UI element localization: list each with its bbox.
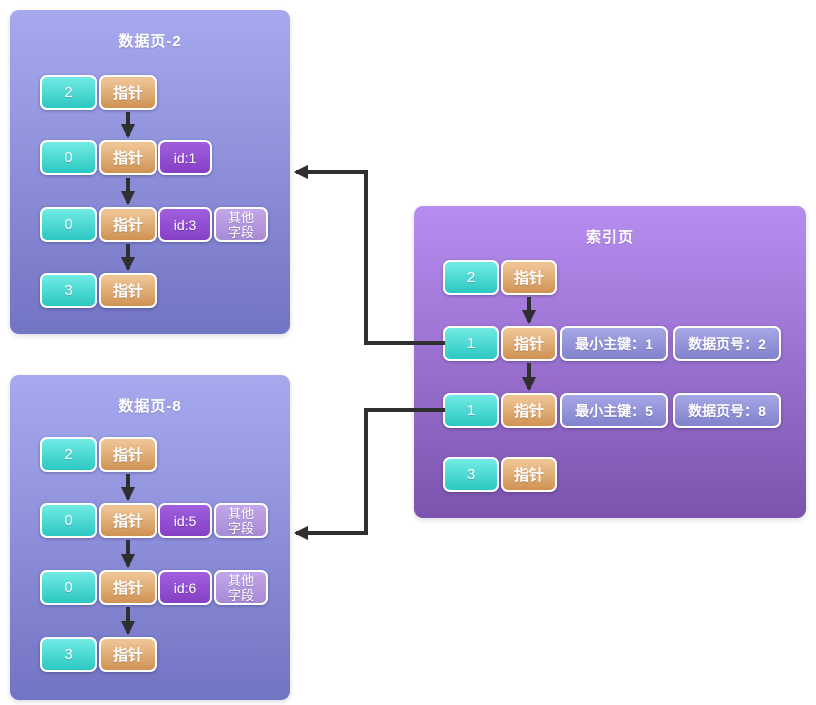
record-row: 3 指针 xyxy=(10,637,290,672)
record-row: 2 指针 xyxy=(10,437,290,472)
id-cell: id:3 xyxy=(158,207,212,242)
slot-cell: 1 xyxy=(443,393,499,428)
slot-cell: 0 xyxy=(40,570,97,605)
record-row: 0 指针 id:5 其他字段 xyxy=(10,503,290,538)
data-page-no-cell: 数据页号：2 xyxy=(673,326,781,361)
id-cell: id:1 xyxy=(158,140,212,175)
pointer-cell: 指针 xyxy=(99,570,157,605)
min-primary-key-cell: 最小主键：1 xyxy=(560,326,668,361)
other-fields-cell: 其他字段 xyxy=(214,503,268,538)
pointer-cell: 指针 xyxy=(99,75,157,110)
other-fields-cell: 其他字段 xyxy=(214,570,268,605)
slot-cell: 3 xyxy=(40,637,97,672)
slot-cell: 0 xyxy=(40,503,97,538)
pointer-cell: 指针 xyxy=(99,437,157,472)
panel-title-data-page-2: 数据页-2 xyxy=(118,33,182,50)
panel-index-page: 索引页 2 指针 1 指针 最小主键：1 数据页号：2 1 指针 最小主键：5 … xyxy=(414,206,806,518)
index-row: 1 指针 最小主键：5 数据页号：8 xyxy=(414,393,806,428)
pointer-cell: 指针 xyxy=(501,393,557,428)
slot-cell: 2 xyxy=(443,260,499,295)
panel-title-data-page-8: 数据页-8 xyxy=(118,398,182,415)
slot-cell: 2 xyxy=(40,437,97,472)
pointer-cell: 指针 xyxy=(501,457,557,492)
panel-data-page-8: 数据页-8 2 指针 0 指针 id:5 其他字段 0 指针 id:6 其他字段… xyxy=(10,375,290,700)
min-primary-key-cell: 最小主键：5 xyxy=(560,393,668,428)
slot-cell: 3 xyxy=(40,273,97,308)
index-row: 1 指针 最小主键：1 数据页号：2 xyxy=(414,326,806,361)
pointer-cell: 指针 xyxy=(501,260,557,295)
index-row: 2 指针 xyxy=(414,260,806,295)
record-row: 0 指针 id:1 xyxy=(10,140,290,175)
pointer-cell: 指针 xyxy=(99,140,157,175)
id-cell: id:6 xyxy=(158,570,212,605)
data-page-no-cell: 数据页号：8 xyxy=(673,393,781,428)
panel-data-page-2: 数据页-2 2 指针 0 指针 id:1 0 指针 id:3 其他字段 3 指针 xyxy=(10,10,290,334)
pointer-cell: 指针 xyxy=(99,207,157,242)
record-row: 0 指针 id:6 其他字段 xyxy=(10,570,290,605)
record-row: 0 指针 id:3 其他字段 xyxy=(10,207,290,242)
pointer-cell: 指针 xyxy=(99,637,157,672)
other-fields-cell: 其他字段 xyxy=(214,207,268,242)
pointer-cell: 指针 xyxy=(501,326,557,361)
record-row: 2 指针 xyxy=(10,75,290,110)
record-row: 3 指针 xyxy=(10,273,290,308)
slot-cell: 0 xyxy=(40,140,97,175)
pointer-cell: 指针 xyxy=(99,273,157,308)
slot-cell: 1 xyxy=(443,326,499,361)
index-row: 3 指针 xyxy=(414,457,806,492)
slot-cell: 0 xyxy=(40,207,97,242)
panel-title-index-page: 索引页 xyxy=(585,229,634,246)
id-cell: id:5 xyxy=(158,503,212,538)
pointer-cell: 指针 xyxy=(99,503,157,538)
slot-cell: 2 xyxy=(40,75,97,110)
slot-cell: 3 xyxy=(443,457,499,492)
